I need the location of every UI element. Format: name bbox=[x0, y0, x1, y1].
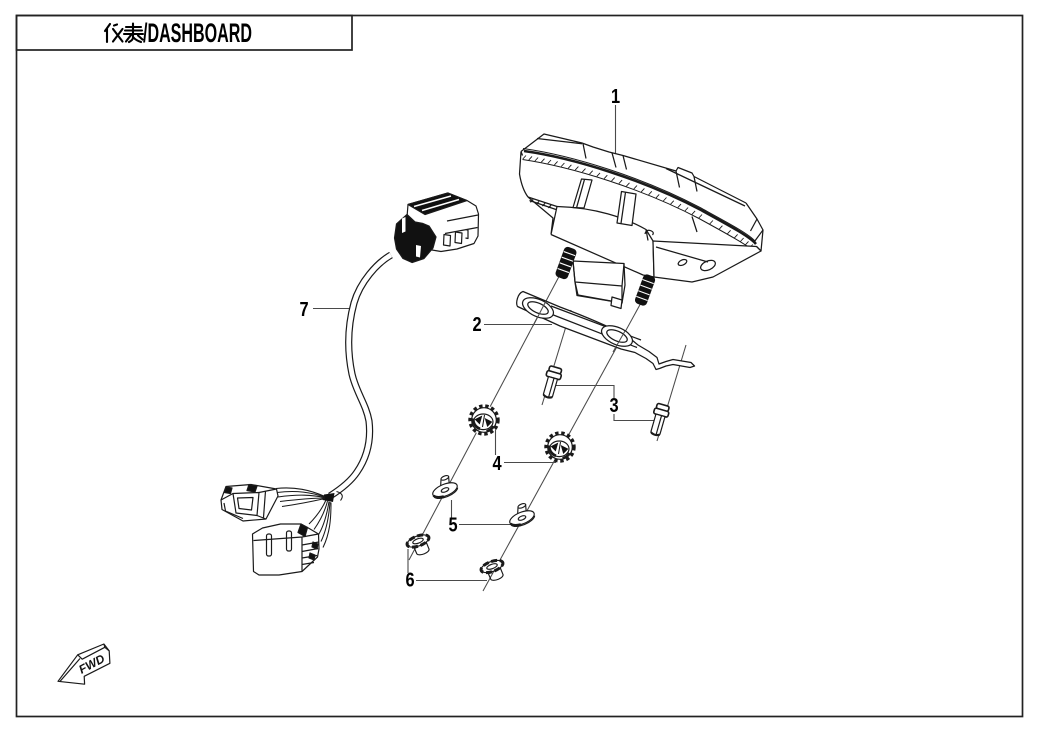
svg-text:5: 5 bbox=[448, 513, 457, 536]
svg-text:4: 4 bbox=[492, 451, 502, 474]
svg-text:3: 3 bbox=[609, 393, 618, 416]
svg-text:7: 7 bbox=[299, 297, 308, 320]
svg-text:2: 2 bbox=[472, 312, 481, 335]
svg-text:6: 6 bbox=[405, 568, 414, 591]
svg-text:1: 1 bbox=[611, 84, 620, 107]
svg-text:/DASHBOARD: /DASHBOARD bbox=[143, 18, 252, 48]
